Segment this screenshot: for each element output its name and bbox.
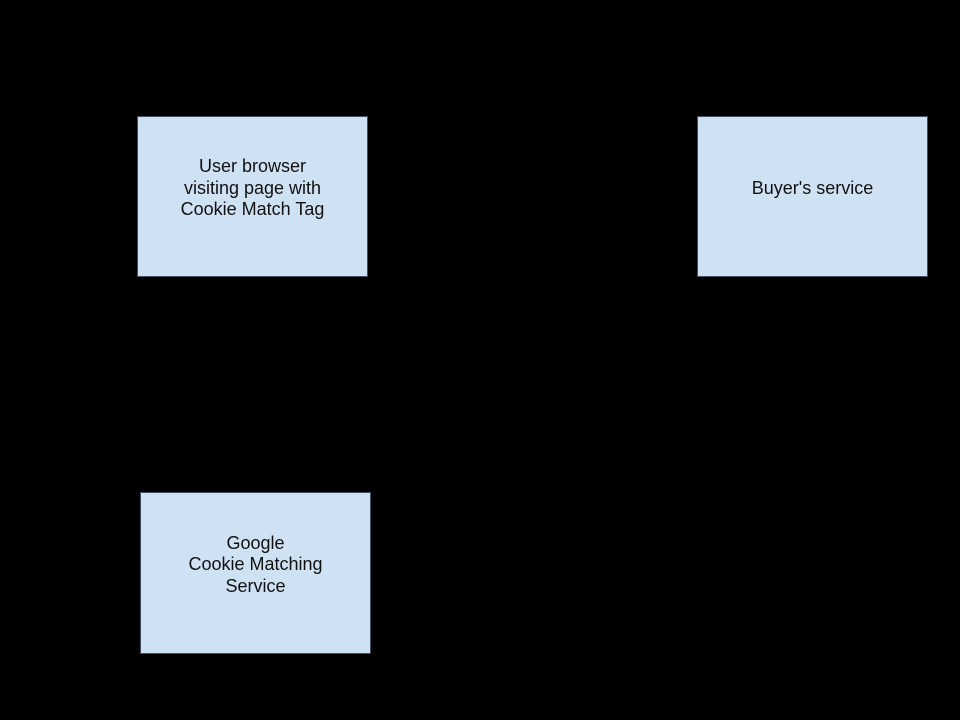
- node-user-browser: User browser visiting page with Cookie M…: [137, 116, 368, 277]
- node-label-line: Google: [226, 532, 285, 553]
- node-google-cookie-matching-service: Google Cookie Matching Service: [140, 492, 371, 654]
- node-label-line: visiting page with: [183, 177, 322, 198]
- node-label-line: Cookie Match Tag: [180, 199, 325, 220]
- node-google-cookie-matching-service-label: Google Cookie Matching Service: [141, 533, 370, 598]
- node-label-line: Buyer's service: [751, 177, 874, 198]
- node-label-line: Cookie Matching: [188, 554, 323, 575]
- node-buyers-service-label: Buyer's service: [698, 178, 927, 200]
- node-label-line: Service: [225, 575, 286, 596]
- node-user-browser-label: User browser visiting page with Cookie M…: [138, 156, 367, 221]
- node-buyers-service: Buyer's service: [697, 116, 928, 277]
- node-label-line: User browser: [198, 156, 307, 177]
